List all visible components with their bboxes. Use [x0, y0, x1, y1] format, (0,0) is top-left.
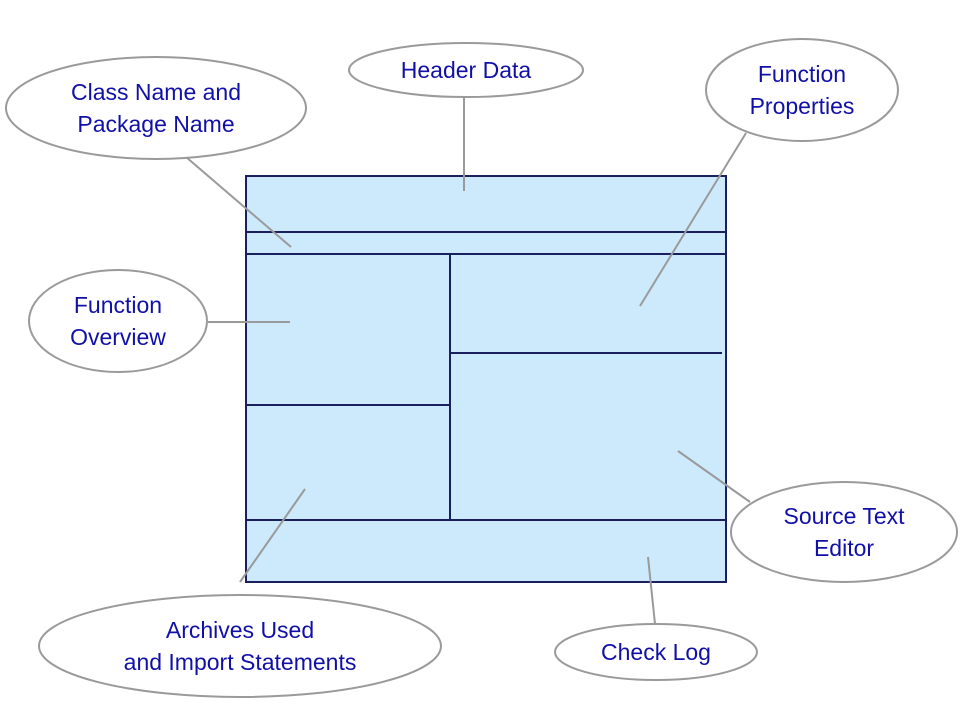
bubble-header-data: [348, 42, 584, 98]
bubble-class-package-name: [5, 56, 307, 160]
window-layout: [245, 175, 727, 583]
callout-bubbles: [5, 38, 958, 698]
leader-class-package-name: [185, 156, 292, 248]
leader-lines: [185, 97, 751, 625]
leader-check-log: [647, 556, 656, 625]
bubble-function-overview: [28, 269, 208, 373]
leader-source-text-editor: [677, 450, 751, 503]
leader-function-properties: [639, 132, 747, 307]
bubble-check-log: [554, 623, 758, 681]
leader-archives-imports: [239, 488, 306, 583]
bubble-source-text-editor: [730, 481, 958, 583]
bubble-function-properties: [705, 38, 899, 142]
bubble-archives-imports: [38, 594, 442, 698]
window-frame: [245, 175, 727, 583]
